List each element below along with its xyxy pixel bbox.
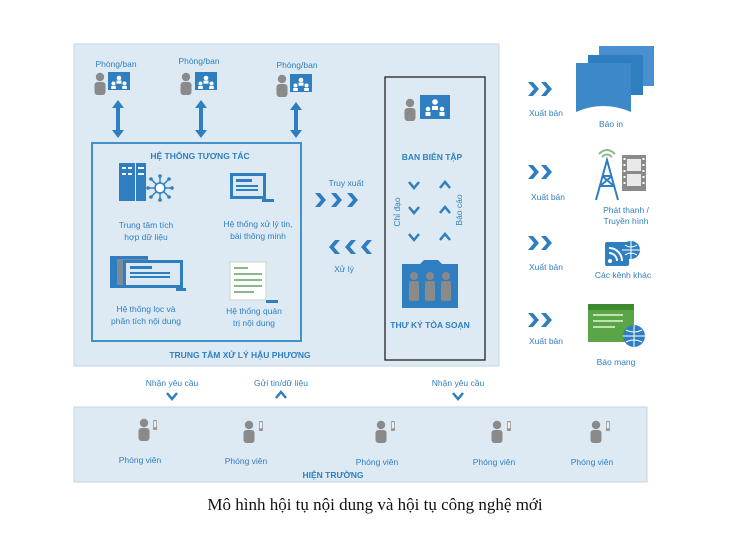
process-label: Xử lý: [334, 264, 355, 274]
reporter-2-label: Phóng viên: [225, 456, 268, 466]
output-other: Xuất bản Các kênh khác: [528, 236, 652, 280]
content-management-label-1: Hệ thống quản: [226, 306, 282, 316]
data-center-icon: [119, 163, 174, 202]
secretary-icon: [402, 260, 458, 308]
output-online: Xuất bản Báo mạng: [528, 304, 645, 367]
unit-3: Phòng/ban: [276, 60, 318, 97]
other-channels-label: Các kênh khác: [595, 270, 652, 280]
reporter-1: Phóng viên: [119, 418, 162, 465]
reporter-5-label: Phóng viên: [571, 457, 614, 467]
report-label: Báo cáo: [454, 194, 464, 225]
interaction-system-title: HỆ THỐNG TƯƠNG TÁC: [150, 150, 249, 161]
request-left-label: Nhận yêu cầu: [146, 378, 199, 388]
output-print: Xuất bản Báo in: [528, 46, 654, 129]
editorial-box: [384, 76, 486, 361]
unit-1: Phòng/ban: [94, 59, 137, 95]
backend-center-label: TRUNG TÂM XỬ LÝ HẬU PHƯƠNG: [169, 349, 311, 360]
online-label: Báo mạng: [597, 357, 636, 367]
print-label: Báo in: [599, 119, 623, 129]
retrieve-label: Truy xuất: [328, 178, 364, 188]
content-management-icon: [229, 261, 278, 303]
publish-label-2: Xuất bản: [531, 192, 565, 202]
smart-news-icon: [230, 173, 274, 202]
reporter-4: Phóng viên: [473, 420, 516, 467]
content-filter-label-2: phân tích nội dung: [111, 316, 181, 326]
request-right-label: Nhận yêu cầu: [432, 378, 485, 388]
smart-news-label-1: Hệ thống xử lý tin,: [223, 219, 292, 229]
broadcast-tower-icon: [595, 149, 619, 201]
publish-label-1: Xuất bản: [529, 108, 563, 118]
unit-2-label: Phòng/ban: [178, 56, 219, 66]
data-center-label-2: hợp dữ liệu: [124, 232, 168, 242]
direct-arrows: [408, 181, 420, 242]
content-filter-icon: [110, 256, 186, 291]
reporter-1-label: Phóng viên: [119, 455, 162, 465]
figure-caption: Mô hình hội tụ nội dung và hội tụ công n…: [207, 495, 543, 514]
publish-label-3: Xuất bản: [529, 262, 563, 272]
reporter-5: Phóng viên: [571, 420, 614, 467]
report-arrows: [439, 180, 451, 241]
website-icon: [588, 304, 645, 347]
reporter-3: Phóng viên: [356, 420, 399, 467]
request-left-arrow: [166, 392, 178, 401]
send-data-label: Gửi tin/dữ liệu: [254, 378, 308, 388]
broadcast-label-1: Phát thanh /: [603, 205, 649, 215]
smart-news-label-2: bài thông minh: [230, 231, 286, 241]
editorial-board-icon: [404, 95, 450, 121]
unit-1-label: Phòng/ban: [95, 59, 136, 69]
reporter-4-label: Phóng viên: [473, 457, 516, 467]
unit-arrows: [112, 100, 302, 138]
request-right-arrow: [452, 392, 464, 401]
data-center-label-1: Trung tâm tích: [119, 220, 174, 230]
interaction-system-box: [91, 142, 302, 342]
field-panel: [73, 406, 648, 483]
rss-globe-icon: [605, 241, 640, 266]
direct-label: Chỉ đạo: [392, 197, 402, 227]
secretary-label: THƯ KÝ TÒA SOẠN: [390, 319, 469, 330]
output-broadcast: Xuất bản Phát thanh / Truyền hình: [528, 149, 650, 226]
field-label: HIỆN TRƯỜNG: [302, 469, 363, 480]
print-newspaper-icon: [576, 46, 654, 112]
content-filter-label-1: Hệ thống lọc và: [116, 304, 175, 314]
broadcast-label-2: Truyền hình: [603, 216, 648, 226]
reporter-3-label: Phóng viên: [356, 457, 399, 467]
send-data-arrow: [275, 390, 287, 399]
unit-2: Phòng/ban: [178, 56, 220, 95]
editorial-board-label: BAN BIÊN TẬP: [402, 151, 463, 162]
reporter-2: Phóng viên: [225, 420, 268, 466]
publish-label-4: Xuất bản: [529, 336, 563, 346]
content-management-label-2: trị nội dung: [233, 318, 275, 328]
unit-3-label: Phòng/ban: [276, 60, 317, 70]
film-icon: [622, 155, 646, 191]
